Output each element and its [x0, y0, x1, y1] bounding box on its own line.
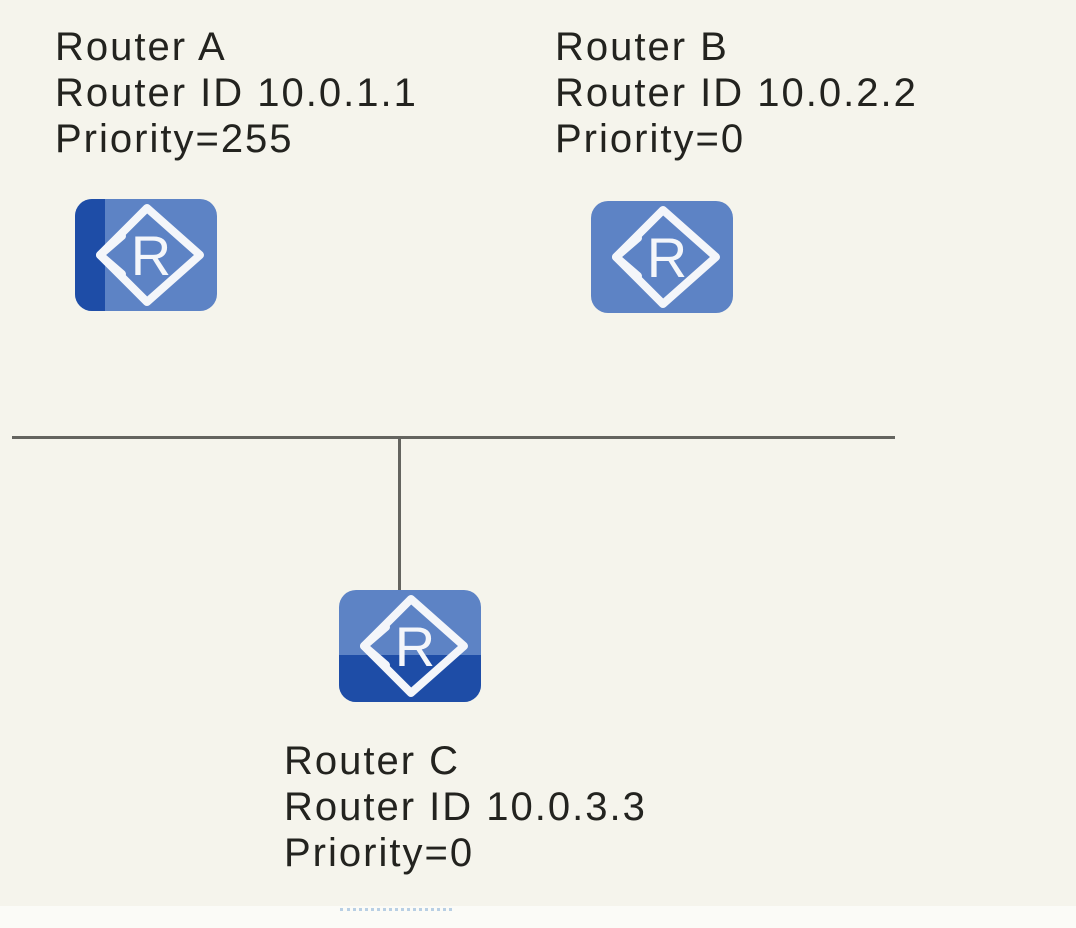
- router-b-name: Router B: [555, 25, 729, 69]
- dotted-underline-artifact: [340, 908, 452, 911]
- router-c-link-line: [398, 439, 401, 590]
- router-a-name: Router A: [55, 25, 227, 69]
- router-a-node: R: [74, 198, 218, 312]
- router-a-priority: Priority=255: [55, 117, 294, 161]
- router-b-icon-letter: R: [647, 226, 687, 289]
- router-c-label: Router C Router ID 10.0.3.3 Priority=0: [284, 738, 647, 876]
- router-b-label: Router B Router ID 10.0.2.2 Priority=0: [555, 24, 918, 162]
- router-c-priority: Priority=0: [284, 831, 475, 875]
- router-b-id: Router ID 10.0.2.2: [555, 71, 918, 115]
- router-a-label: Router A Router ID 10.0.1.1 Priority=255: [55, 24, 418, 162]
- router-c-node: R: [338, 589, 482, 703]
- router-b-node: R: [590, 200, 734, 314]
- router-a-id: Router ID 10.0.1.1: [55, 71, 418, 115]
- router-c-icon-letter: R: [395, 615, 435, 678]
- router-c-name: Router C: [284, 739, 461, 783]
- router-c-id: Router ID 10.0.3.3: [284, 785, 647, 829]
- router-b-icon: R: [591, 201, 733, 313]
- bottom-strip: [0, 906, 1076, 928]
- router-c-icon: R: [339, 590, 481, 702]
- router-b-priority: Priority=0: [555, 117, 746, 161]
- router-a-icon-letter: R: [131, 224, 171, 287]
- router-a-icon: R: [75, 199, 217, 311]
- network-segment-line: [12, 436, 895, 439]
